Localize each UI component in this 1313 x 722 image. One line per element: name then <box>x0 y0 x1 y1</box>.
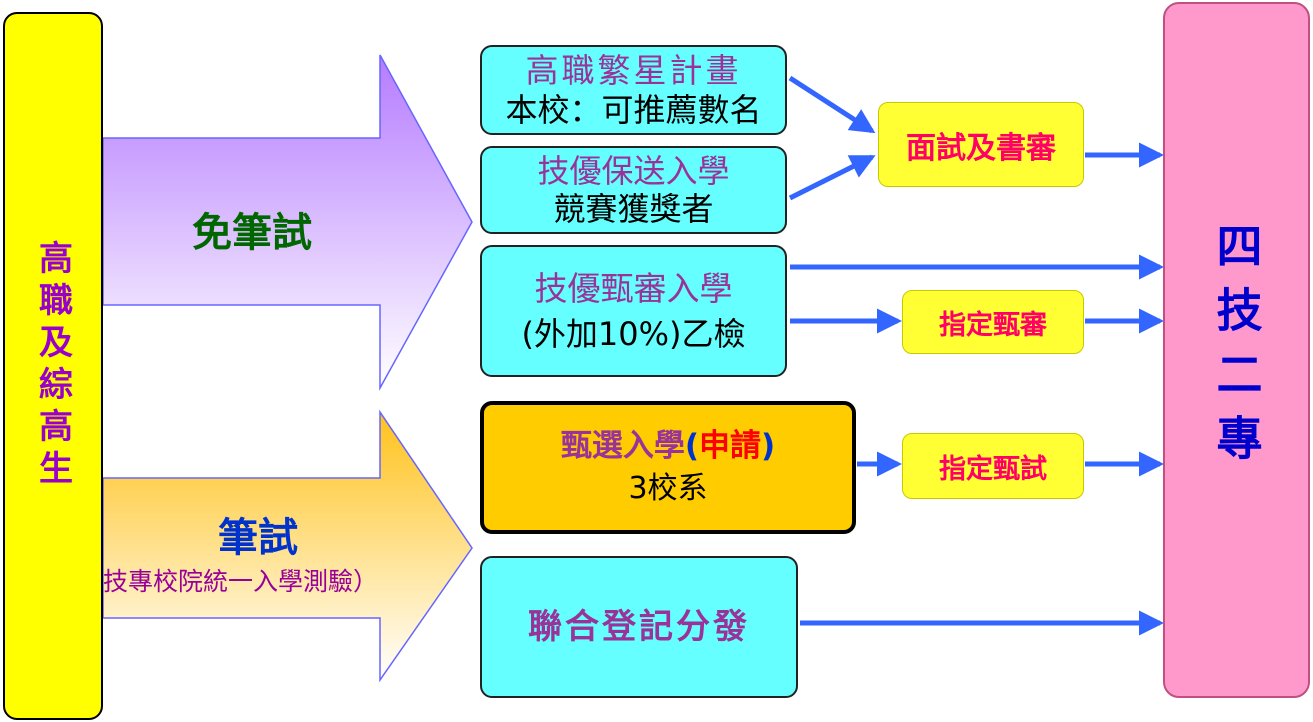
selection-paren-close: ) <box>761 427 776 464</box>
skill-guarantee-title: 技優保送入學 <box>537 151 730 190</box>
joint-allocation-title: 聯合登記分發 <box>528 606 750 647</box>
selection-box: 甄選入學(申請) 3校系 <box>480 401 856 534</box>
selection-apply: 申請 <box>699 427 761 464</box>
no-exam-block-arrow <box>102 54 473 391</box>
selection-paren-open: ( <box>684 427 699 464</box>
star-program-box: 高職繁星計畫 本校：可推薦數名 <box>480 45 787 135</box>
exam-block-arrow <box>102 409 473 683</box>
interview-review-box: 面試及書審 <box>878 102 1084 187</box>
selection-sub: 3校系 <box>628 471 708 507</box>
designated-exam-box: 指定甄試 <box>902 433 1084 499</box>
source-students-label: 高職及綜高生 <box>32 240 73 492</box>
joint-allocation-box: 聯合登記分發 <box>480 556 798 698</box>
interview-review-label: 面試及書審 <box>906 130 1056 166</box>
designated-review-label: 指定甄審 <box>939 309 1047 341</box>
star-program-sub: 本校：可推薦數名 <box>505 90 762 129</box>
no-exam-label: 免筆試 <box>192 210 312 256</box>
designated-review-box: 指定甄審 <box>902 290 1084 354</box>
exam-sub-label: 技專校院統一入學測驗） <box>103 567 379 596</box>
arrow-guarantee-to-interview <box>788 154 876 201</box>
designated-exam-label: 指定甄試 <box>939 453 1047 485</box>
skill-guarantee-box: 技優保送入學 競賽獲獎者 <box>480 146 787 234</box>
arrow-star-to-interview <box>788 75 876 134</box>
target-schools-box: 四技二專 <box>1163 2 1310 698</box>
skill-screening-sub: (外加10%)乙檢 <box>521 314 746 353</box>
target-schools-label: 四技二專 <box>1209 222 1264 478</box>
exam-label: 筆試 <box>218 515 298 561</box>
skill-guarantee-sub: 競賽獲獎者 <box>553 190 714 228</box>
skill-screening-title: 技優甄審入學 <box>534 269 733 308</box>
selection-title-line: 甄選入學(申請) <box>561 428 775 465</box>
source-students-box: 高職及綜高生 <box>3 12 103 720</box>
skill-screening-box: 技優甄審入學 (外加10%)乙檢 <box>480 245 787 377</box>
star-program-title: 高職繁星計畫 <box>525 51 742 90</box>
selection-title: 甄選入學 <box>560 427 685 464</box>
